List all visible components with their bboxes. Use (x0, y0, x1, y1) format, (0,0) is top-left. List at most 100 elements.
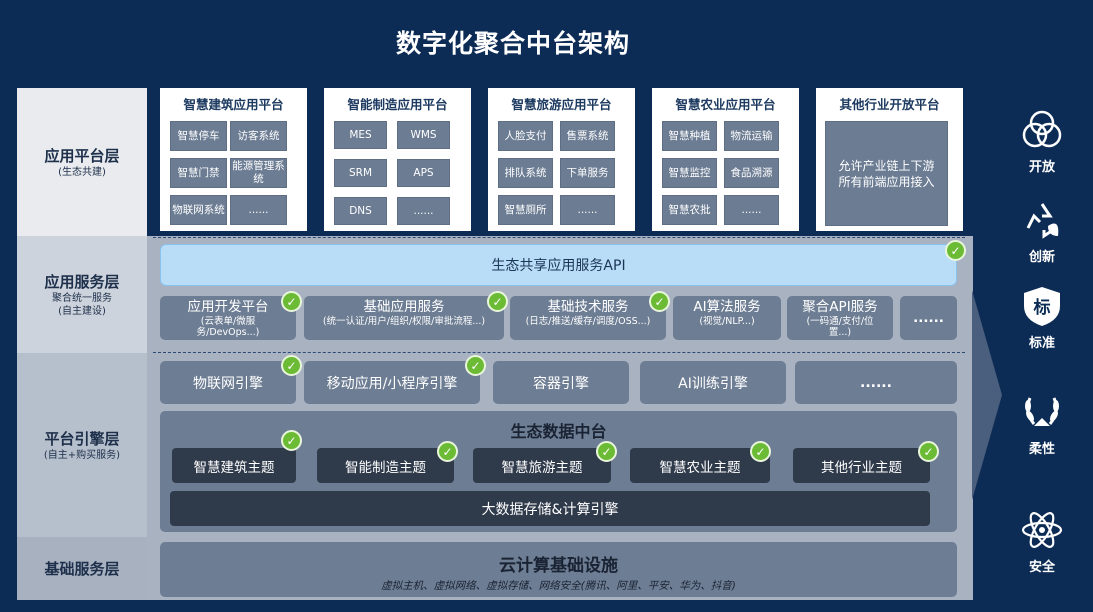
theme-building: 智慧建筑主题 (172, 448, 296, 483)
platform-item: MES (334, 121, 387, 149)
side-label: 开放 (1028, 160, 1055, 175)
layer-app-platform: 应用平台层 (生态共建) (17, 88, 147, 236)
platform-item: ...... (397, 197, 450, 225)
platform-item: 智慧门禁 (170, 158, 227, 188)
platform-item: ...... (560, 195, 615, 225)
layer-infra: 基础服务层 (17, 537, 147, 600)
bigdata-engine: 大数据存储&计算引擎 (170, 491, 930, 526)
platform-item: ...... (230, 195, 287, 225)
platform-item: DNS (334, 197, 387, 225)
platform-item: 能源管理系统 (230, 158, 287, 188)
side-label: 标准 (1028, 336, 1055, 351)
platform-desc: 允许产业链上下游所有前端应用接入 (825, 121, 948, 226)
service-desc: (云表单/微服务/DevOps...) (196, 316, 260, 338)
layer-name: 应用服务层 (44, 273, 120, 291)
check-icon: ✓ (487, 291, 508, 312)
theme-other: 其他行业主题 (793, 448, 930, 483)
side-label: 创新 (1028, 250, 1055, 265)
layer-sub: (生态共建) (58, 167, 106, 178)
service-more: ...... (900, 296, 957, 340)
layer-name: 应用平台层 (44, 147, 120, 165)
platform-title: 智慧农业应用平台 (675, 97, 776, 112)
platform-item: SRM (334, 159, 387, 187)
arrow-right-icon (972, 290, 1002, 500)
service-basic-tech: 基础技术服务 (日志/推送/缓存/调度/OSS...) (510, 296, 666, 340)
side-standard: 标 标准 (1010, 284, 1074, 351)
layer-name: 平台引擎层 (44, 430, 120, 448)
service-app-dev: 应用开发平台 (云表单/微服务/DevOps...) (160, 296, 296, 340)
atom-icon (1021, 512, 1063, 548)
platform-item: 下单服务 (560, 158, 615, 188)
platform-item: 售票系统 (560, 121, 615, 151)
venn-circles-icon (1022, 110, 1062, 148)
layer-sub: (自主建设) (58, 306, 106, 317)
service-desc: (日志/推送/缓存/调度/OSS...) (525, 316, 651, 327)
service-name: 基础应用服务 (363, 299, 445, 315)
check-icon: ✓ (437, 441, 458, 462)
data-center-title: 生态数据中台 (510, 422, 607, 441)
platform-item: WMS (397, 121, 450, 149)
service-ai-algo: AI算法服务 (视觉/NLP...) (673, 296, 781, 340)
check-icon: ✓ (596, 441, 617, 462)
check-icon: ✓ (281, 355, 302, 376)
divider (153, 237, 965, 238)
platform-item: 排队系统 (498, 158, 553, 188)
service-api-aggregate: 聚合API服务 (一码通/支付/位置...) (787, 296, 893, 340)
platform-smart-tourism: 智慧旅游应用平台 人脸支付 售票系统 排队系统 下单服务 智慧厕所 ...... (488, 88, 635, 231)
check-icon: ✓ (281, 430, 302, 451)
platform-item: 智慧种植 (662, 121, 717, 151)
service-basic-app: 基础应用服务 (统一认证/用户/组织/权限/审批流程...) (304, 296, 504, 340)
side-innovation: 创新 (1010, 198, 1074, 265)
platform-item: APS (397, 159, 450, 187)
layer-engine: 平台引擎层 (自主+购买服务) (17, 353, 147, 537)
check-icon: ✓ (465, 355, 486, 376)
platform-item: 物流运输 (724, 121, 779, 151)
laurel-wreath-icon (1025, 397, 1059, 426)
service-name: AI算法服务 (693, 299, 761, 315)
cloud-desc: 虚拟主机、虚拟网络、虚拟存储、网络安全(腾讯、阿里、平安、华为、抖音) (381, 580, 736, 592)
platform-title: 其他行业开放平台 (839, 97, 940, 112)
svg-text:标: 标 (1034, 297, 1051, 318)
platform-item: ...... (724, 195, 779, 225)
platform-title: 智能制造应用平台 (347, 97, 448, 112)
layer-name: 基础服务层 (44, 560, 120, 578)
service-desc: (一码通/支付/位置...) (806, 316, 874, 338)
engine-mobile: 移动应用/小程序引擎 (304, 361, 480, 404)
platform-item: 食品溯源 (724, 158, 779, 188)
platform-item: 访客系统 (230, 121, 287, 151)
layer-sub: (自主+购买服务) (43, 450, 121, 461)
cloud-title: 云计算基础设施 (499, 556, 618, 576)
service-name: 应用开发平台 (187, 299, 269, 315)
platform-title: 智慧建筑应用平台 (183, 97, 284, 112)
check-icon: ✓ (281, 291, 302, 312)
side-open: 开放 (1010, 108, 1074, 175)
service-name: ...... (913, 309, 944, 326)
platform-item: 智慧停车 (170, 121, 227, 151)
platform-item: 智慧农批 (662, 195, 717, 225)
platform-smart-building: 智慧建筑应用平台 智慧停车 访客系统 智慧门禁 能源管理系统 物联网系统 ...… (160, 88, 307, 231)
service-name: 聚合API服务 (802, 299, 878, 315)
platform-smart-manufacturing: 智能制造应用平台 MES WMS SRM APS DNS ...... (324, 88, 471, 231)
platform-item: 物联网系统 (170, 195, 227, 225)
page-title: 数字化聚合中台架构 (395, 29, 630, 58)
layer-app-service: 应用服务层 聚合统一服务 (自主建设) (17, 236, 147, 353)
cloud-infra: 云计算基础设施 虚拟主机、虚拟网络、虚拟存储、网络安全(腾讯、阿里、平安、华为、… (160, 542, 957, 597)
platform-item: 智慧厕所 (498, 195, 553, 225)
platform-item: 人脸支付 (498, 121, 553, 151)
check-icon: ✓ (750, 441, 771, 462)
theme-tourism: 智慧旅游主题 (473, 448, 611, 483)
engine-ai-training: AI训练引擎 (640, 361, 786, 404)
layer-sub: 聚合统一服务 (52, 293, 112, 304)
side-label: 柔性 (1028, 442, 1055, 457)
platform-other-industry: 其他行业开放平台 允许产业链上下游所有前端应用接入 (816, 88, 963, 231)
check-icon: ✓ (918, 441, 939, 462)
divider (153, 352, 965, 353)
engine-container: 容器引擎 (493, 361, 629, 404)
theme-agriculture: 智慧农业主题 (630, 448, 770, 483)
side-security: 安全 (1010, 508, 1074, 575)
service-desc: (统一认证/用户/组织/权限/审批流程...) (322, 316, 486, 327)
platform-title: 智慧旅游应用平台 (511, 97, 612, 112)
side-flexible: 柔性 (1010, 390, 1074, 457)
api-bar: 生态共享应用服务API (160, 244, 957, 286)
theme-manufacturing: 智能制造主题 (317, 448, 454, 483)
